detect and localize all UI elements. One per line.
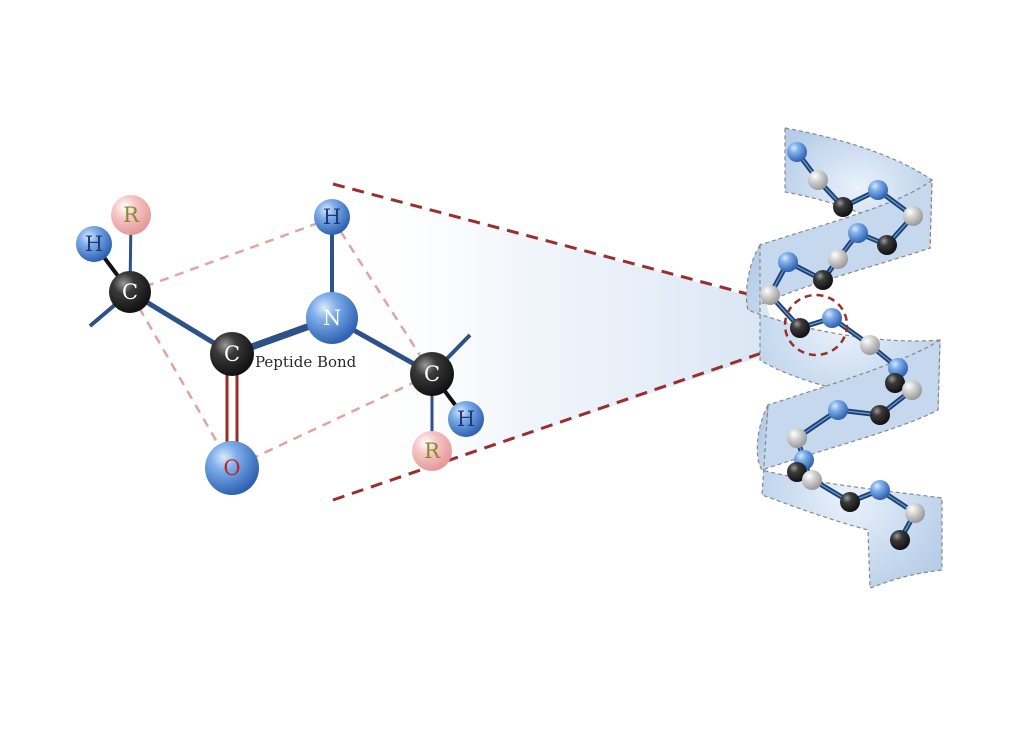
helix-atom — [868, 180, 888, 200]
atom-h-right-label: H — [457, 407, 475, 431]
helix-atom — [787, 462, 807, 482]
atom-h-amide: H — [314, 199, 350, 235]
atom-h-amide-label: H — [323, 205, 341, 229]
helix-atom — [902, 380, 922, 400]
helix-atom — [890, 530, 910, 550]
helix-atom — [885, 373, 905, 393]
peptide-bond-highlight-circle — [783, 293, 849, 357]
helix-ribbon-turn-2 — [747, 178, 933, 312]
helix-atom — [813, 270, 833, 290]
helix-atom — [822, 308, 842, 328]
helix-atom — [848, 223, 868, 243]
helix-atom — [828, 249, 848, 269]
atom-c-alpha-right-label: C — [424, 362, 440, 386]
helix-atom — [808, 170, 828, 190]
alpha-helix — [745, 127, 943, 589]
atom-o-carbonyl-label: O — [223, 456, 240, 480]
atom-n-amide-label: N — [323, 306, 341, 330]
atom-h-left-label: H — [85, 232, 103, 256]
helix-atom — [903, 206, 923, 226]
helix-atom — [778, 252, 798, 272]
helix-atom — [828, 400, 848, 420]
atom-h-right: H — [448, 401, 484, 437]
helix-atom — [870, 405, 890, 425]
atom-n-amide: N — [306, 292, 358, 344]
atom-c-carbonyl: C — [210, 332, 254, 376]
helix-atom — [888, 358, 908, 378]
helix-atom — [860, 335, 880, 355]
atom-h-left: H — [76, 226, 112, 262]
peptide-plane-outline — [128, 216, 434, 470]
zoom-line-top — [332, 182, 771, 302]
helix-atom — [840, 492, 860, 512]
helix-atom — [833, 197, 853, 217]
helix-atom — [877, 235, 897, 255]
peptide-bond-caption: Peptide Bond — [255, 353, 357, 371]
atom-c-carbonyl-label: C — [224, 342, 240, 366]
atom-r-left: R — [111, 195, 151, 235]
helix-atom — [760, 285, 780, 305]
atom-r-left-label: R — [123, 203, 140, 227]
atom-r-right: R — [412, 431, 452, 471]
helix-atom — [787, 428, 807, 448]
helix-atom — [787, 142, 807, 162]
atom-c-alpha-left-label: C — [122, 280, 138, 304]
helix-atom — [790, 318, 810, 338]
helix-atom — [905, 503, 925, 523]
atom-o-carbonyl: O — [205, 441, 259, 495]
helix-atom — [802, 470, 822, 490]
atom-r-right-label: R — [424, 439, 441, 463]
helix-atom — [870, 480, 890, 500]
atom-c-alpha-right: C — [410, 352, 454, 396]
atom-c-alpha-left: C — [109, 271, 151, 313]
zoom-cone — [333, 184, 780, 500]
